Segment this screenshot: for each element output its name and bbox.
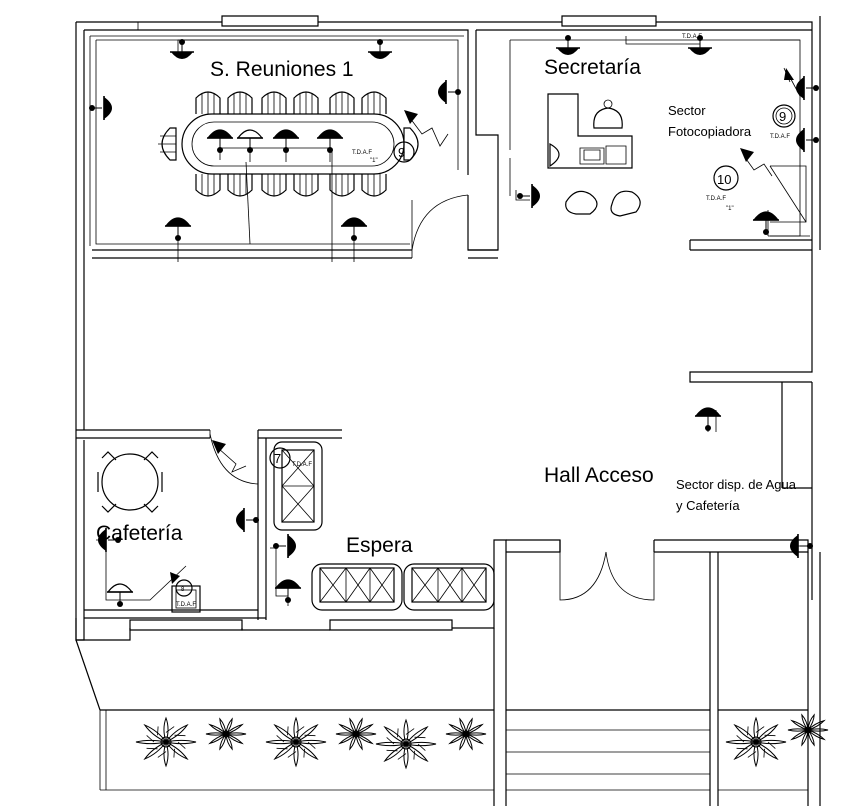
ceiling-light-icon	[316, 129, 344, 153]
chair-icon	[261, 91, 287, 114]
wall-light-icon	[790, 534, 813, 558]
tdaf-right: T.D.A.F	[770, 134, 790, 140]
chair-icon	[261, 174, 287, 197]
armchairs-secretary	[565, 190, 641, 217]
chair-end-right	[403, 127, 419, 161]
circuit-marker-10: 10	[713, 165, 739, 191]
panel-tags: T.D.A.F "1" T.D.A.F "1" T.D.A.F T.D.A.F …	[176, 34, 790, 608]
wall-light-icon	[796, 128, 819, 152]
wall-light-icon	[236, 508, 259, 532]
circuit-10-label: 10	[717, 172, 731, 187]
tdaf-meeting-2: "1"	[370, 158, 378, 164]
circuit-marker-7: 7	[269, 447, 291, 469]
label-water-2: y Cafetería	[676, 498, 740, 513]
circuit-marker-9: 9	[393, 141, 415, 163]
wall-light-icon	[98, 528, 121, 552]
tdaf-wait: T.D.A.F	[292, 462, 312, 468]
chair-icon	[361, 174, 387, 197]
copier-zone	[769, 165, 807, 223]
circuit-8-label: 8	[181, 587, 185, 593]
cafe-counter	[171, 585, 201, 613]
circuit-arrow-icon	[170, 67, 801, 584]
ceiling-light-icon	[340, 217, 368, 241]
secretary-desk	[547, 93, 633, 169]
wall-light-icon	[89, 96, 112, 120]
chair-icon	[293, 174, 319, 197]
chairs-bottom	[195, 174, 387, 197]
chair-icon	[361, 91, 387, 114]
tdaf-copier-2: "1"	[726, 206, 734, 212]
light-fixtures	[89, 35, 819, 607]
wall-light-icon	[273, 534, 296, 558]
label-hall: Hall Acceso	[544, 464, 654, 487]
ceiling-light-icon	[236, 129, 264, 153]
plant-icon	[375, 718, 437, 770]
chair-icon	[195, 174, 221, 197]
ceiling-light-icon	[752, 211, 780, 235]
ceiling-light-icon	[170, 39, 194, 59]
plants	[135, 713, 829, 770]
chair-end-left	[158, 127, 177, 161]
ceiling-light-icon	[274, 579, 302, 603]
circuit-7-label: 7	[274, 451, 281, 466]
tdaf-copier-1: T.D.A.F	[706, 196, 726, 202]
sofa-vertical	[273, 441, 323, 531]
room-labels: S. Reuniones 1 Secretaría Sector Fotocop…	[96, 56, 797, 557]
circuit-marker-8: 8	[175, 579, 193, 597]
cafe-table	[97, 451, 163, 513]
plant-icon	[265, 716, 327, 768]
plant-icon	[787, 713, 829, 747]
label-copier-2: Fotocopiadora	[668, 124, 752, 139]
ceiling-light-icon	[106, 583, 134, 607]
ceiling-light-icon	[694, 407, 722, 431]
plant-icon	[135, 716, 197, 768]
tdaf-top: T.D.A.F	[682, 34, 702, 40]
ceiling-light-icon	[272, 129, 300, 153]
ceiling-light-icon	[164, 217, 192, 241]
ceiling-light-icon	[556, 35, 580, 55]
chair-icon	[227, 174, 253, 197]
ceiling-light-icon	[688, 35, 712, 55]
tdaf-cafe: T.D.A.F	[176, 602, 196, 608]
chairs-top	[195, 91, 387, 114]
tdaf-meeting-1: T.D.A.F	[352, 150, 372, 156]
plant-icon	[205, 717, 247, 751]
plant-icon	[725, 716, 787, 768]
ceiling-light-icon	[368, 39, 392, 59]
label-waiting: Espera	[346, 534, 413, 557]
ceiling-light-icon	[206, 129, 234, 153]
label-meeting-room: S. Reuniones 1	[210, 58, 354, 81]
sofa-horizontal-1	[311, 563, 403, 611]
wiring	[96, 36, 812, 606]
wall-light-icon	[796, 76, 819, 100]
chair-icon	[329, 91, 355, 114]
wall-light-icon	[438, 80, 461, 104]
circuit-marker-9b: 9	[772, 104, 796, 128]
label-water-1: Sector disp. de Agua	[676, 477, 797, 492]
wall-light-icon	[517, 184, 540, 208]
meeting-table	[181, 113, 405, 175]
chair-icon	[227, 91, 253, 114]
plant-icon	[445, 717, 487, 751]
plant-icon	[335, 717, 377, 751]
circuit-9b-label: 9	[779, 109, 786, 124]
label-secretary: Secretaría	[544, 56, 641, 79]
chair-icon	[195, 91, 221, 114]
circuit-9-label: 9	[398, 145, 405, 160]
label-copier-1: Sector	[668, 103, 706, 118]
chair-icon	[329, 174, 355, 197]
chair-icon	[293, 91, 319, 114]
cafeteria-walls	[75, 429, 821, 806]
outer-walls	[75, 15, 821, 641]
sofa-horizontal-2	[403, 563, 495, 611]
label-cafeteria: Cafetería	[96, 522, 183, 545]
